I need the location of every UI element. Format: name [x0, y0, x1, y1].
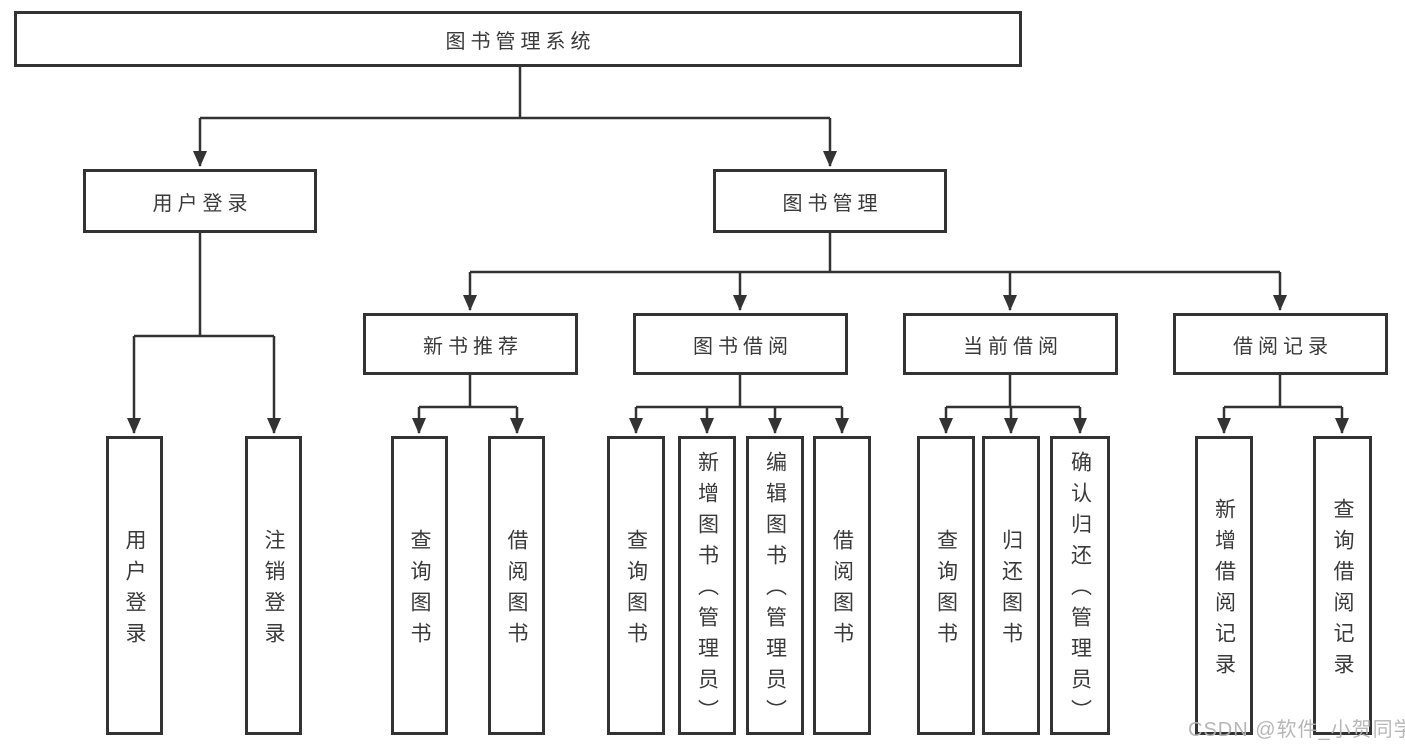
node-root-system: 图书管理系统 [14, 11, 1022, 67]
node-leaf-logout-label: 注销登录 [262, 528, 285, 653]
node-current-borrowing-label: 当前借阅 [963, 335, 1063, 358]
node-user-login-label: 用户登录 [152, 192, 253, 215]
node-user-login: 用户登录 [83, 169, 317, 233]
node-root-system-label: 图书管理系统 [445, 30, 596, 53]
node-book-management: 图书管理 [713, 169, 947, 233]
node-leaf-edit-books-admin-label: 编辑图书（管理员） [763, 451, 787, 730]
node-leaf-confirm-return-admin: 确认归还（管理员） [1050, 436, 1110, 735]
node-current-borrowing: 当前借阅 [903, 313, 1118, 375]
node-leaf-current-query-books-label: 查询图书 [934, 528, 958, 653]
node-leaf-current-query-books: 查询图书 [917, 436, 975, 735]
node-leaf-add-borrow-record: 新增借阅记录 [1195, 436, 1253, 735]
node-leaf-add-books-admin: 新增图书（管理员） [678, 436, 736, 735]
node-leaf-borrowing-query-books-label: 查询图书 [624, 528, 648, 653]
node-leaf-return-books-label: 归还图书 [999, 528, 1023, 653]
node-leaf-borrow-books-label: 借阅图书 [830, 528, 854, 653]
node-borrowing-records-label: 借阅记录 [1233, 335, 1333, 358]
node-book-management-label: 图书管理 [782, 192, 883, 215]
watermark-text: CSDN @软件_小贺同学 [1188, 719, 1405, 741]
node-leaf-borrow-books: 借阅图书 [813, 436, 871, 735]
node-leaf-query-borrow-record-label: 查询借阅记录 [1331, 497, 1354, 684]
node-leaf-user-login-label: 用户登录 [123, 528, 146, 653]
node-leaf-query-borrow-record: 查询借阅记录 [1313, 436, 1372, 735]
node-new-book-recommend-label: 新书推荐 [423, 335, 523, 358]
node-leaf-borrowing-query-books: 查询图书 [607, 436, 665, 735]
node-leaf-edit-books-admin: 编辑图书（管理员） [746, 436, 804, 735]
node-borrowing-records: 借阅记录 [1173, 313, 1388, 375]
node-book-borrowing-label: 图书借阅 [693, 335, 793, 358]
node-leaf-user-login: 用户登录 [106, 436, 163, 735]
node-leaf-add-borrow-record-label: 新增借阅记录 [1212, 497, 1236, 684]
node-leaf-recommend-query-books-label: 查询图书 [408, 528, 431, 653]
node-leaf-confirm-return-admin-label: 确认归还（管理员） [1068, 451, 1092, 730]
node-leaf-add-books-admin-label: 新增图书（管理员） [695, 451, 719, 730]
node-book-borrowing: 图书借阅 [633, 313, 848, 375]
node-leaf-logout: 注销登录 [245, 436, 302, 735]
node-new-book-recommend: 新书推荐 [363, 313, 578, 375]
node-leaf-recommend-borrow-books: 借阅图书 [488, 436, 545, 735]
node-leaf-return-books: 归还图书 [982, 436, 1040, 735]
node-leaf-recommend-borrow-books-label: 借阅图书 [505, 528, 528, 653]
node-leaf-recommend-query-books: 查询图书 [391, 436, 448, 735]
